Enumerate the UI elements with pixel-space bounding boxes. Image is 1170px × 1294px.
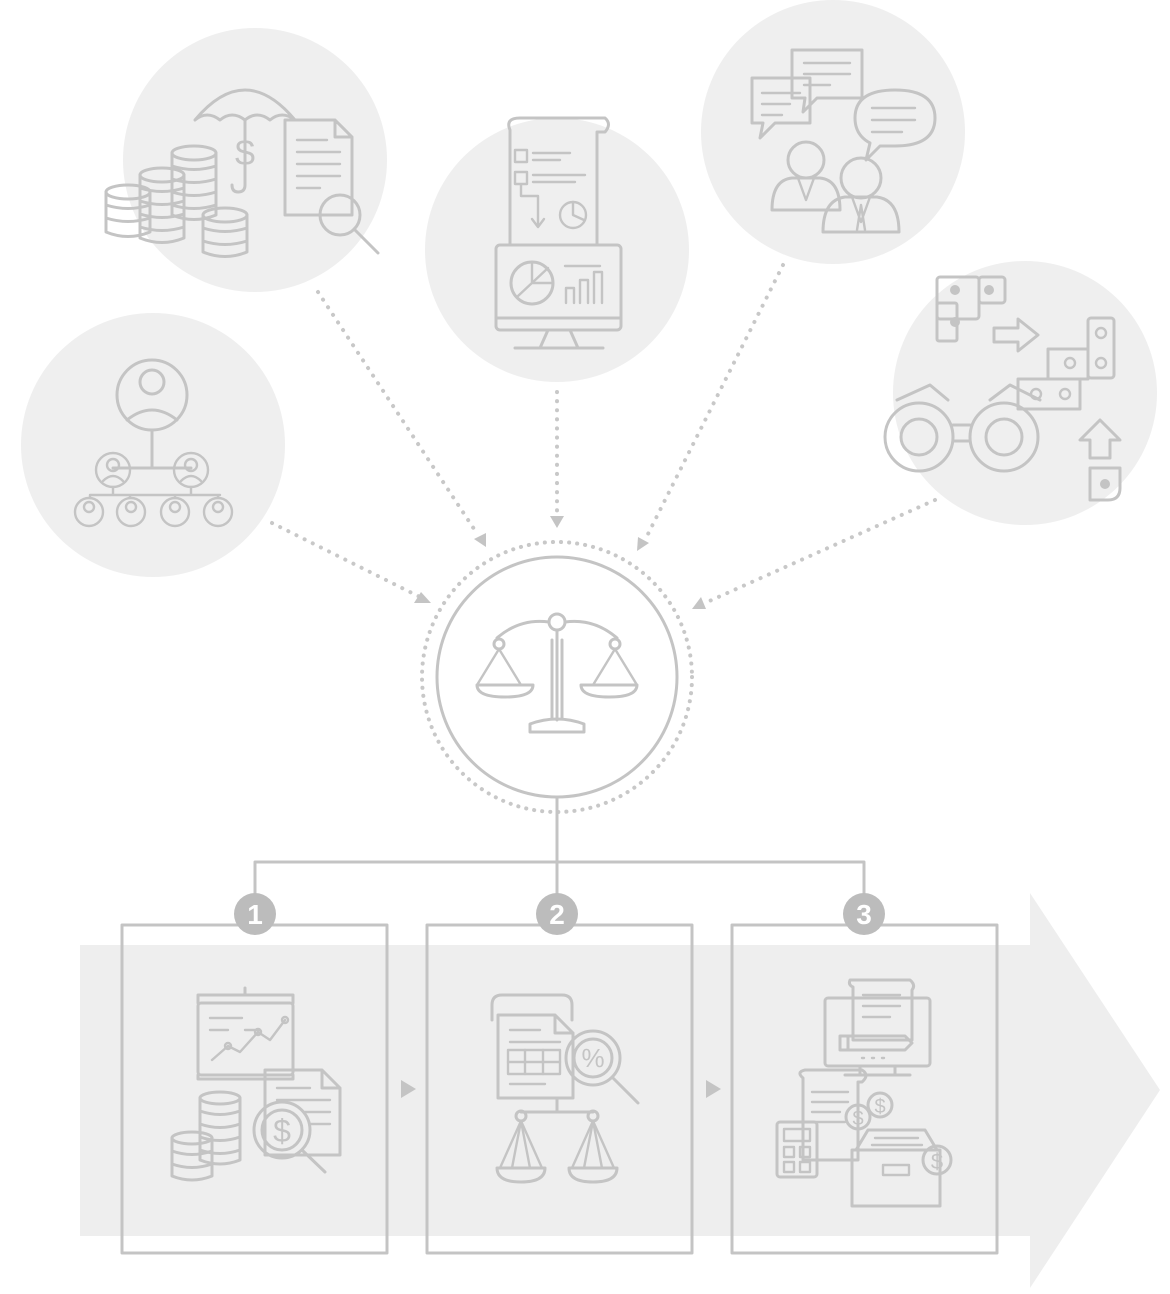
step-connectors bbox=[253, 795, 866, 899]
arrowhead-finance bbox=[474, 533, 486, 547]
arrowhead-report bbox=[550, 516, 564, 528]
svg-text:$: $ bbox=[874, 1096, 885, 1118]
svg-text:$: $ bbox=[235, 132, 255, 173]
finance-insurance-icon: $ bbox=[104, 88, 380, 258]
svg-text:$: $ bbox=[931, 1149, 943, 1174]
connector-org-chart bbox=[270, 521, 422, 599]
connector-finance bbox=[316, 290, 480, 537]
arrowhead-binoculars bbox=[692, 597, 706, 609]
report-dashboard-icon bbox=[494, 116, 623, 350]
step-badge-1 bbox=[234, 893, 276, 935]
svg-text:$: $ bbox=[273, 1113, 291, 1149]
step-3: 3 $ $ $ bbox=[730, 893, 999, 1255]
source-org-chart bbox=[21, 313, 285, 577]
step-badge-2 bbox=[536, 893, 578, 935]
discussion-icon bbox=[750, 48, 937, 234]
svg-text:%: % bbox=[581, 1043, 604, 1073]
arrowhead-discussion bbox=[637, 537, 649, 551]
chart-money-analysis-icon: $ bbox=[170, 986, 342, 1182]
step-arrow-1 bbox=[401, 1080, 416, 1098]
step-number-2: 2 bbox=[549, 899, 565, 930]
step-number-1: 1 bbox=[247, 899, 263, 930]
central-hub bbox=[420, 540, 694, 814]
source-discussion bbox=[701, 0, 965, 264]
tax-percent-scale-icon: % bbox=[490, 993, 640, 1184]
process-arrow-band bbox=[80, 893, 1160, 1288]
step-badge-3 bbox=[843, 893, 885, 935]
step-number-3: 3 bbox=[856, 899, 872, 930]
step-2: 2 % bbox=[425, 893, 694, 1255]
step-1: 1 $ bbox=[120, 893, 389, 1255]
step-arrow-2 bbox=[706, 1080, 721, 1098]
connector-discussion bbox=[643, 263, 785, 542]
org-chart-icon bbox=[73, 358, 234, 528]
source-binoculars-puzzle bbox=[883, 261, 1157, 525]
connector-binoculars bbox=[703, 498, 937, 605]
source-finance-insurance: $ bbox=[104, 28, 387, 292]
arrowhead-org-chart bbox=[414, 592, 431, 603]
svg-text:$: $ bbox=[852, 1108, 863, 1130]
source-report-dashboard bbox=[425, 116, 689, 382]
dotted-connectors bbox=[270, 263, 937, 609]
binoculars-puzzle-icon bbox=[883, 275, 1122, 502]
accounting-records-icon: $ $ $ bbox=[775, 978, 953, 1208]
balance-scale-icon bbox=[475, 612, 639, 734]
